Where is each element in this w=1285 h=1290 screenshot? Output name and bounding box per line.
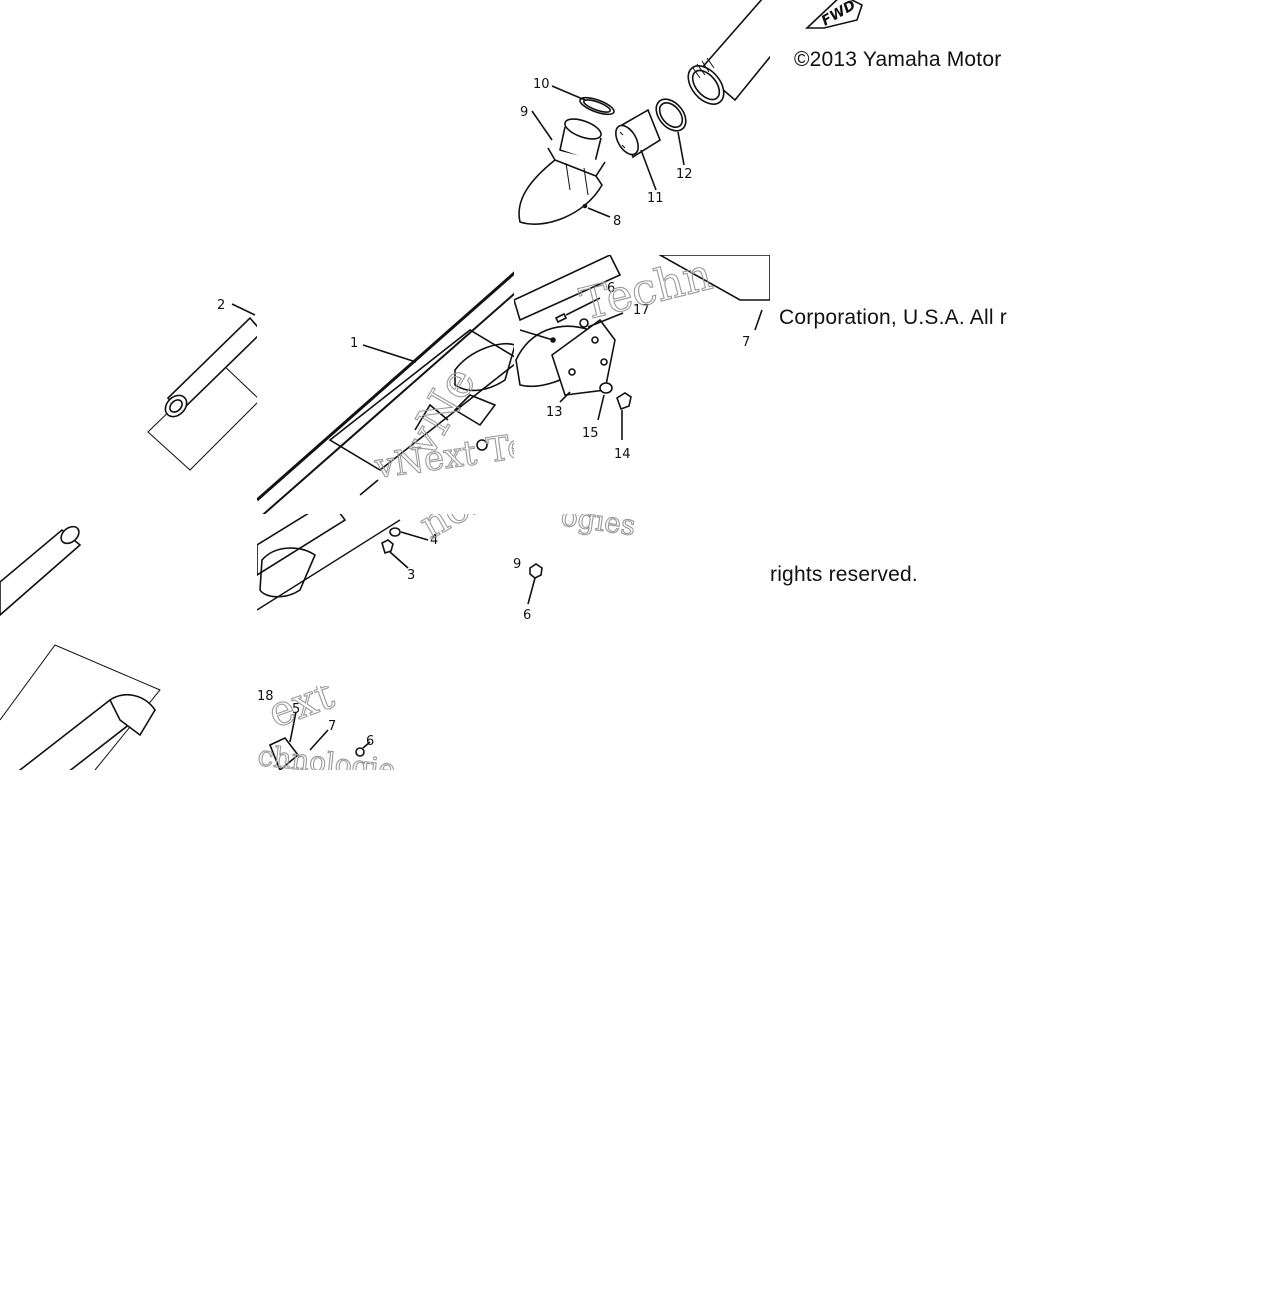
callout-9b: 9 xyxy=(513,557,521,572)
watermark-text-7: ogies xyxy=(559,499,638,542)
callout-1: 1 xyxy=(350,336,358,351)
callout-9: 9 xyxy=(520,105,528,120)
tile-pipe-2 xyxy=(147,303,257,471)
callout-12: 12 xyxy=(676,167,693,182)
watermark-text-6: chnologie xyxy=(256,739,397,786)
callout-6c: 6 xyxy=(366,734,374,749)
callout-2: 2 xyxy=(217,298,225,313)
callout-15: 15 xyxy=(582,426,599,441)
callout-4: 4 xyxy=(430,533,438,548)
fwd-arrow-icon: FWD xyxy=(804,0,863,30)
callout-7: 7 xyxy=(742,335,750,350)
tile-bracket-plate xyxy=(514,255,770,440)
callout-labels: 1 2 3 4 5 6 6 6 7 7 8 9 9 10 11 12 13 14… xyxy=(217,77,750,749)
callout-18: 18 xyxy=(257,689,274,704)
callout-8: 8 xyxy=(613,214,621,229)
callout-6: 6 xyxy=(523,608,531,623)
callout-14: 14 xyxy=(614,447,631,462)
tile-main-frame xyxy=(257,271,514,514)
callout-13: 13 xyxy=(546,405,563,420)
callout-5: 5 xyxy=(292,702,300,717)
watermark: vNext Tech vNe Techn ogies nologies ext … xyxy=(256,255,718,786)
callout-17: 17 xyxy=(633,303,650,318)
callout-7b: 7 xyxy=(328,719,336,734)
callout-11: 11 xyxy=(647,191,664,206)
callout-10: 10 xyxy=(533,77,550,92)
callout-6b: 6 xyxy=(607,281,615,296)
tile-lower-pipes xyxy=(0,525,161,770)
tile-tailpipe-assembly xyxy=(518,0,770,225)
copyright-line-2: Corporation, U.S.A. All r xyxy=(779,306,1007,329)
callout-3: 3 xyxy=(407,568,415,583)
tile-nut-6 xyxy=(527,563,543,605)
copyright-line-3: rights reserved. xyxy=(770,563,918,586)
tile-studs-nuts xyxy=(257,514,429,611)
copyright-line-1: ©2013 Yamaha Motor xyxy=(794,48,1002,71)
tile-bottom-fragment xyxy=(268,711,371,770)
